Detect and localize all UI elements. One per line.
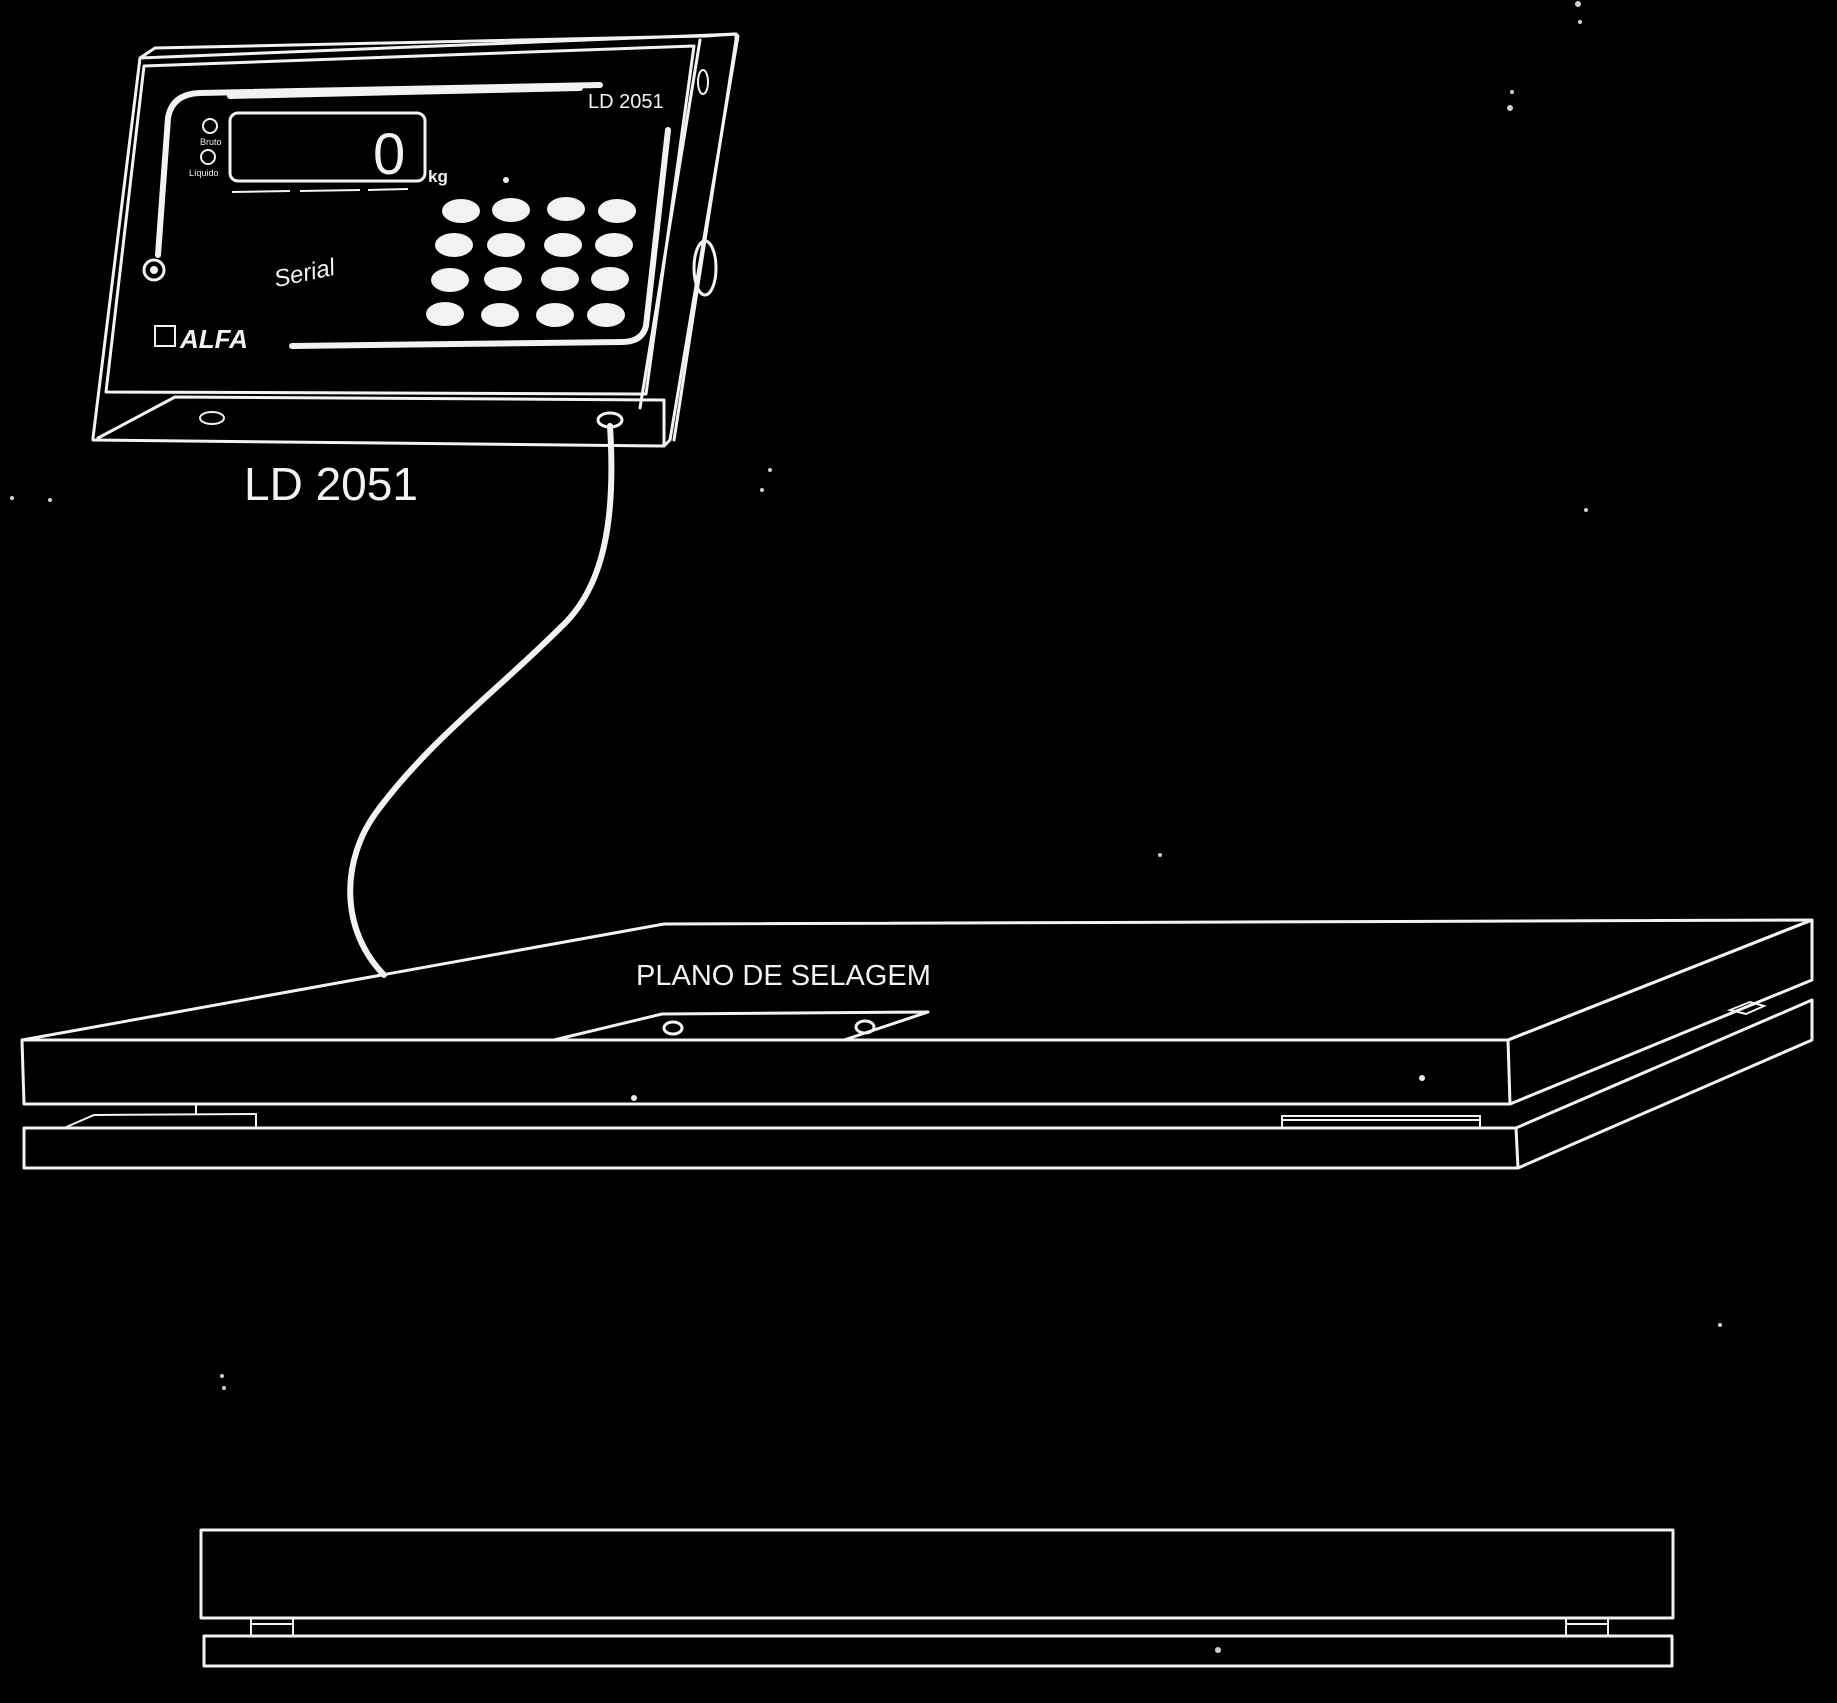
- indicator-top-bevel: [138, 34, 708, 60]
- speck: [1215, 1647, 1221, 1653]
- side-slot-icon: [697, 69, 709, 95]
- status-lamp-label-2: Bruto: [200, 137, 222, 147]
- keypad-key: [591, 267, 629, 291]
- keypad-key: [484, 267, 522, 291]
- speck: [10, 496, 14, 500]
- speck: [1718, 1323, 1722, 1327]
- indicator-left-swoosh: [155, 82, 603, 258]
- speck: [1510, 90, 1514, 94]
- power-button-icon: [142, 258, 166, 282]
- speck: [1507, 105, 1513, 111]
- speck: [48, 498, 52, 502]
- keypad-key: [595, 233, 633, 257]
- indicator-caption: LD 2051: [244, 458, 418, 510]
- status-lamp-label: Líquido: [189, 168, 219, 178]
- brand-logo-text: ALFA: [179, 324, 248, 354]
- status-lamp-zero: [200, 149, 216, 165]
- speck: [220, 1374, 224, 1378]
- platform-base-front: [22, 1126, 1520, 1170]
- elevation-base: [202, 1634, 1674, 1668]
- keypad-key: [431, 268, 469, 292]
- load-cell-cable: [347, 423, 615, 978]
- indicator-base: [96, 395, 666, 448]
- deck-mark: [1419, 1075, 1425, 1081]
- sealing-plane-label: PLANO DE SELAGEM: [636, 960, 931, 992]
- keypad-key: [544, 233, 582, 257]
- sealing-plate: [552, 1010, 930, 1042]
- speck: [768, 468, 772, 472]
- speck: [1158, 853, 1162, 857]
- keypad-key: [536, 303, 574, 327]
- speck: [222, 1386, 226, 1390]
- speck: [1584, 508, 1588, 512]
- serial-script-label: Serial: [272, 254, 338, 293]
- deck-mark-2: [631, 1095, 637, 1101]
- platform-deck-side: [1506, 918, 1814, 1106]
- elevation-load-cell-left: [250, 1617, 294, 1637]
- keypad-key: [426, 302, 464, 326]
- status-lamp-stable: [202, 118, 218, 134]
- speck: [1575, 1, 1581, 7]
- elevation-load-cell-right: [1565, 1617, 1609, 1637]
- keypad-key: [481, 303, 519, 327]
- indicator-side-panel: [672, 32, 738, 442]
- platform-perspective: [20, 918, 1814, 1170]
- keypad: [426, 197, 636, 327]
- platform-base-side: [1514, 998, 1814, 1170]
- weight-display: [228, 111, 427, 183]
- load-cell-left: [63, 1104, 257, 1129]
- sealing-screw-left: [662, 1020, 684, 1036]
- keypad-key: [492, 198, 530, 222]
- platform-side-elevation: [199, 1528, 1675, 1668]
- load-cell-right: [1281, 1115, 1481, 1128]
- sealing-screw-right: [854, 1019, 876, 1035]
- side-connector-icon: [692, 239, 718, 297]
- speck: [760, 488, 764, 492]
- keypad-key: [435, 233, 473, 257]
- keypad-key: [587, 303, 625, 327]
- platform-deck-front: [20, 1038, 1512, 1106]
- load-cell-right-rear: [1726, 1000, 1767, 1016]
- speck: [1578, 20, 1582, 24]
- display-legend-bar: [231, 188, 409, 193]
- indicator-led: [503, 177, 509, 183]
- elevation-deck: [199, 1528, 1675, 1620]
- indicator-model-badge: LD 2051: [588, 91, 664, 113]
- brand-logo: ALFA: [154, 324, 248, 354]
- weight-display-reading: 0: [373, 122, 405, 187]
- weighing-indicator: LD 2051 Líquido Bruto 0 kg: [91, 32, 740, 448]
- indicator-front-panel: [104, 44, 696, 396]
- indicator-right-swoosh: [289, 127, 671, 349]
- brand-logo-mark: [154, 325, 176, 347]
- scan-noise: [10, 1, 1722, 1653]
- keypad-key: [487, 233, 525, 257]
- power-button-core: [150, 266, 158, 274]
- indicator-foot-screw: [199, 411, 225, 425]
- keypad-key: [442, 199, 480, 223]
- keypad-key: [547, 197, 585, 221]
- indicator-top-stripe: [227, 85, 583, 99]
- weight-display-unit: kg: [428, 167, 448, 186]
- keypad-key: [541, 267, 579, 291]
- keypad-key: [598, 199, 636, 223]
